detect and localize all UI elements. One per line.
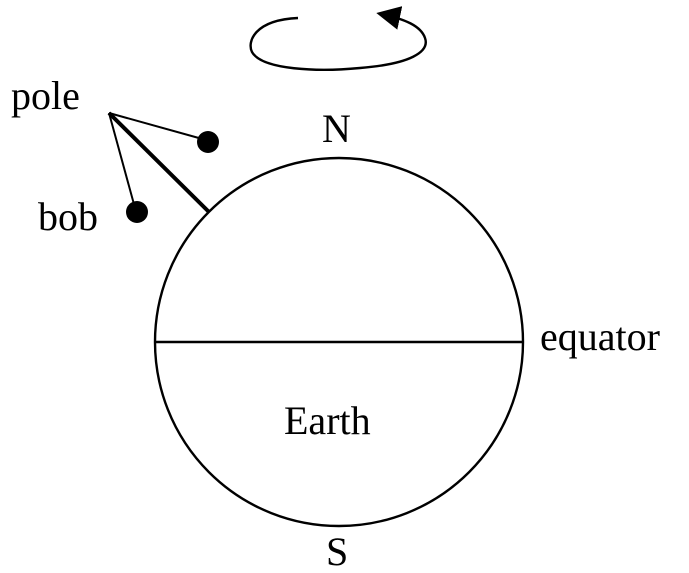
equator-label: equator [540,314,660,359]
pendulum-string-right [108,112,207,141]
bob-label: bob [38,194,98,239]
south-label: S [326,529,348,573]
pendulum-bob-right [197,131,219,153]
pendulum-pole [107,111,211,214]
pole-label: pole [11,73,80,118]
rotation-arrow-icon [249,6,427,71]
pendulum-bob-left [126,201,148,223]
north-label: N [322,106,351,151]
pendulum-string-left [108,112,136,209]
earth-label: Earth [284,398,371,443]
